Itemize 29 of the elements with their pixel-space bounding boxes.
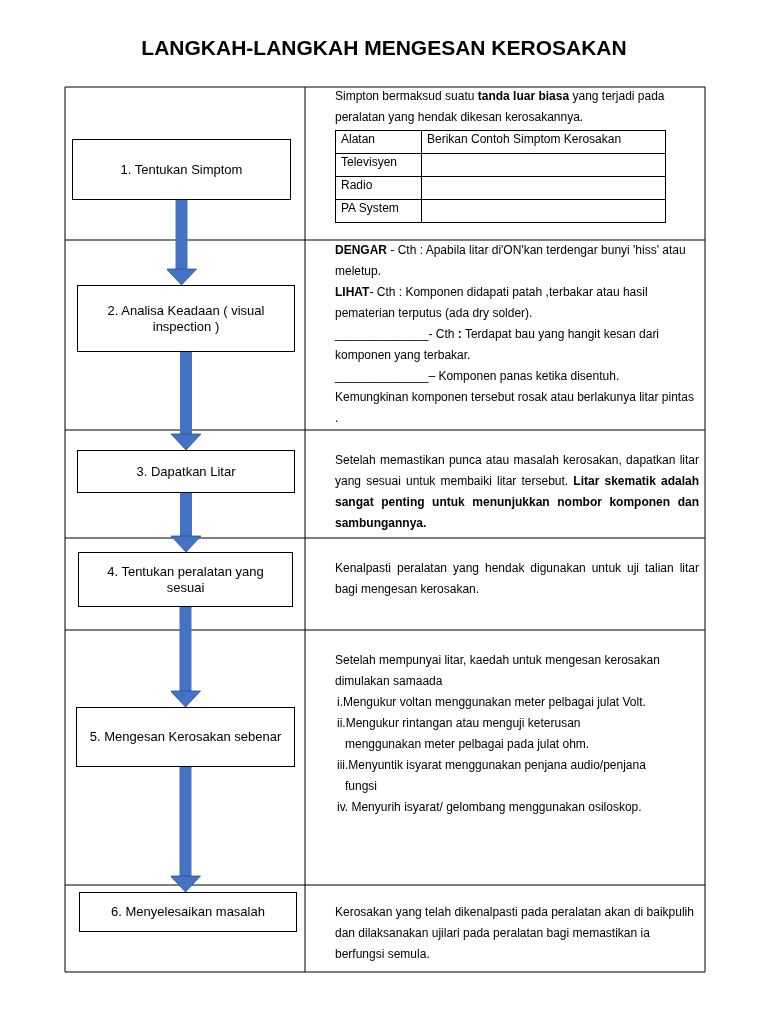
table-cell: Alatan bbox=[335, 130, 422, 154]
paragraph: Kemungkinan komponen tersebut rosak atau berlakunya litar pintas . bbox=[335, 389, 695, 427]
paragraph: Setelah memastikan punca atau masalah kerosakan, dapatkan litar yang sesuai untuk membaiki litar tersebut. Litar skematik adalah sangat penting untuk menunjukkan nombor komponen dan sambungannya. bbox=[335, 452, 699, 532]
table-cell: PA System bbox=[335, 199, 422, 223]
paragraph: ______________- Cth : Terdapat bau yang hangit kesan dari komponen yang terbakar. bbox=[335, 326, 661, 364]
list-item: i.Mengukur voltan menggunakan meter pelbagai julat Volt. bbox=[336, 694, 647, 711]
arrow bbox=[166, 200, 197, 286]
list-item: ii.Mengukur rintangan atau menguji keterusan menggunakan meter pelbagai pada julat ohm. bbox=[336, 715, 591, 753]
step-box: 3. Dapatkan Litar bbox=[77, 450, 295, 493]
list-item: iv. Menyurih isyarat/ gelombang menggunakan osiloskop. bbox=[336, 799, 643, 816]
paragraph: Kenalpasti peralatan yang hendak digunakan untuk uji talian litar bagi mengesan kerosakan. bbox=[335, 560, 699, 598]
table-cell: Berikan Contoh Simptom Kerosakan bbox=[421, 130, 666, 154]
arrow bbox=[170, 352, 202, 451]
paragraph: Simpton bermaksud suatu tanda luar biasa yang terjadi pada peralatan yang hendak dikesan kerosakannya. bbox=[335, 88, 666, 126]
paragraph: DENGAR - Cth : Apabila litar di'ON'kan terdengar bunyi 'hiss' atau meletup. bbox=[335, 242, 687, 280]
arrow bbox=[170, 607, 201, 708]
arrow bbox=[170, 493, 202, 553]
paragraph: LIHAT- Cth : Komponen didapati patah ,terbakar atau hasil pematerian terputus (ada dry solder). bbox=[335, 284, 649, 322]
step-box: 4. Tentukan peralatan yang sesuai bbox=[78, 552, 293, 607]
table-cell: Radio bbox=[335, 176, 422, 200]
paragraph: Kerosakan yang telah dikenalpasti pada peralatan akan di baikpulih dan dilaksanakan ujilari pada peralatan bagi memastikan ia berfungsi semula. bbox=[335, 904, 695, 963]
arrow bbox=[170, 767, 201, 893]
step-box: 2. Analisa Keadaan ( visual inspection ) bbox=[77, 285, 295, 352]
step-box: 5. Mengesan Kerosakan sebenar bbox=[76, 707, 295, 767]
title: LANGKAH-LANGKAH MENGESAN KEROSAKAN bbox=[140, 36, 628, 60]
step-box: 6. Menyelesaikan masalah bbox=[79, 892, 297, 932]
table-cell: Televisyen bbox=[335, 153, 422, 177]
step-box: 1. Tentukan Simptom bbox=[72, 139, 291, 200]
paragraph: ______________– Komponen panas ketika disentuh. bbox=[335, 368, 621, 385]
